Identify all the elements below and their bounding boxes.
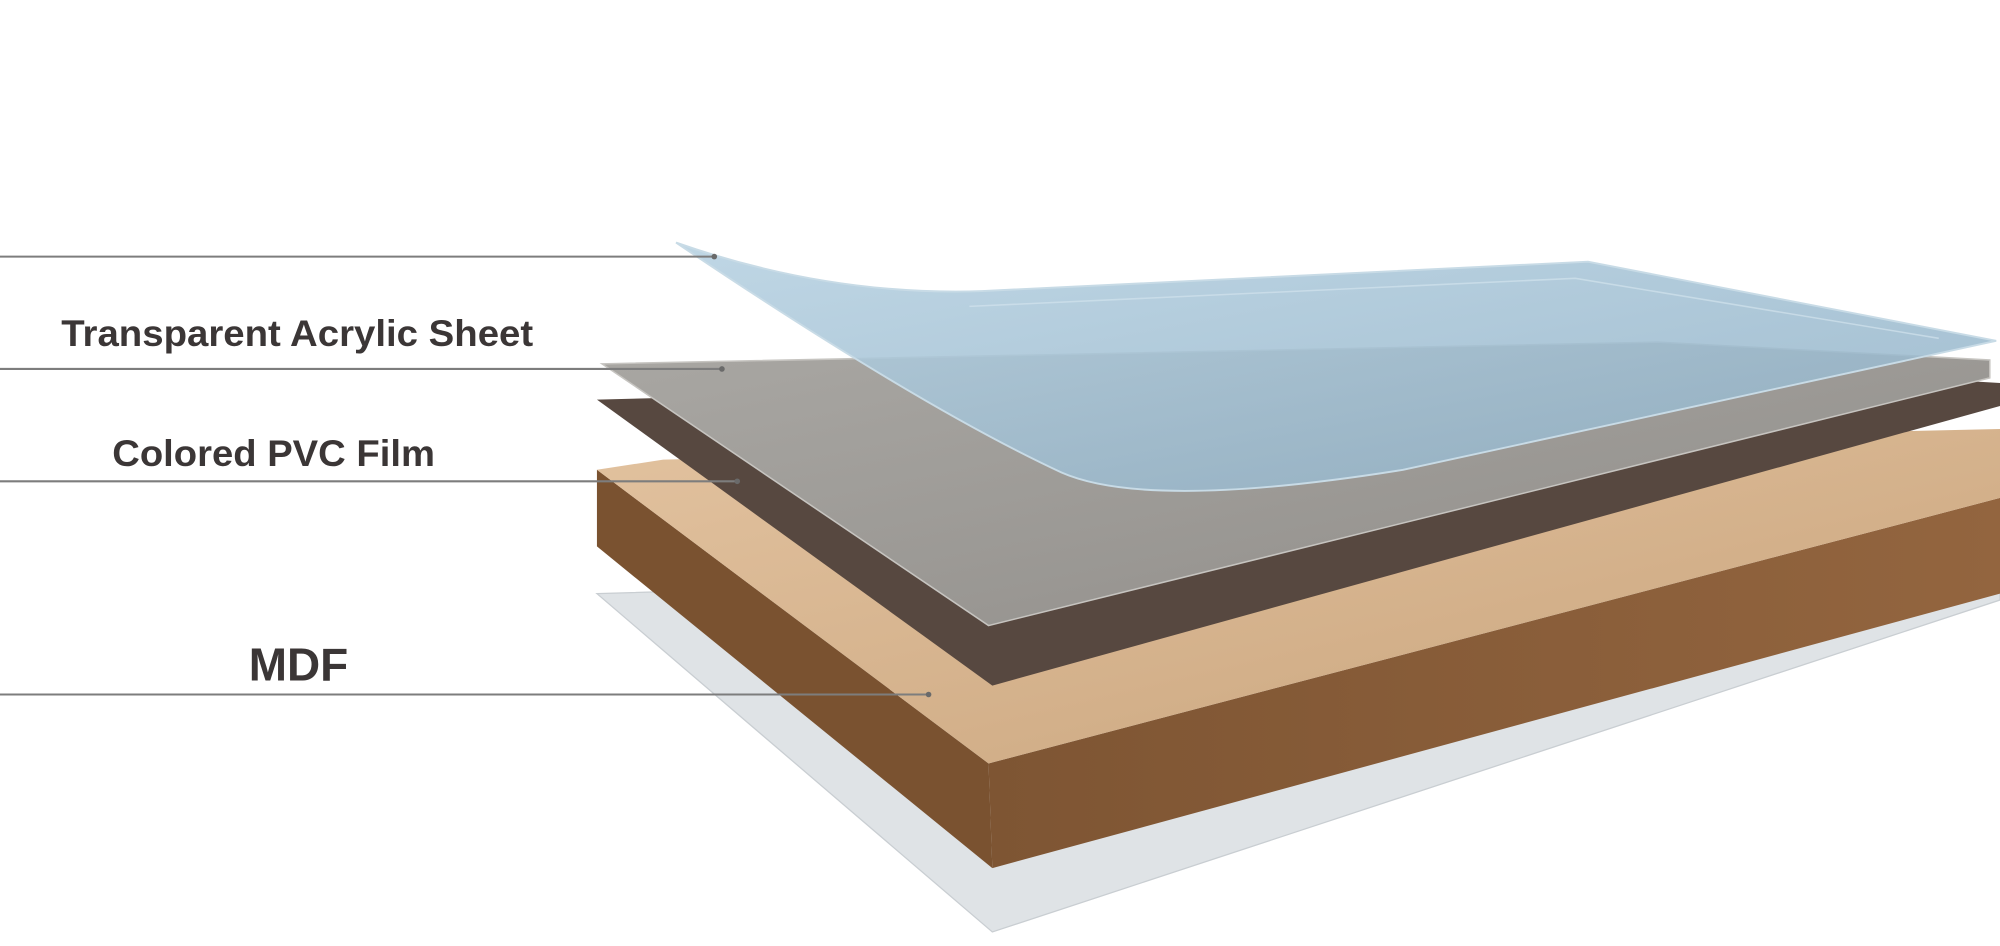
acrylic-inner-edge <box>969 277 1939 340</box>
label-mdf: MDF <box>249 638 348 690</box>
label-colored-pvc-film: Colored PVC Film <box>112 433 435 474</box>
label-transparent-acrylic-sheet: Transparent Acrylic Sheet <box>61 313 533 354</box>
mdf-leader-dot <box>925 691 932 698</box>
acrylic-leader-dot <box>711 253 718 260</box>
dark-film-leader-dot <box>734 478 741 485</box>
mdf-left-face <box>596 469 993 869</box>
mdf-front-face <box>988 497 2000 869</box>
pvc-leader-dot <box>719 366 725 372</box>
